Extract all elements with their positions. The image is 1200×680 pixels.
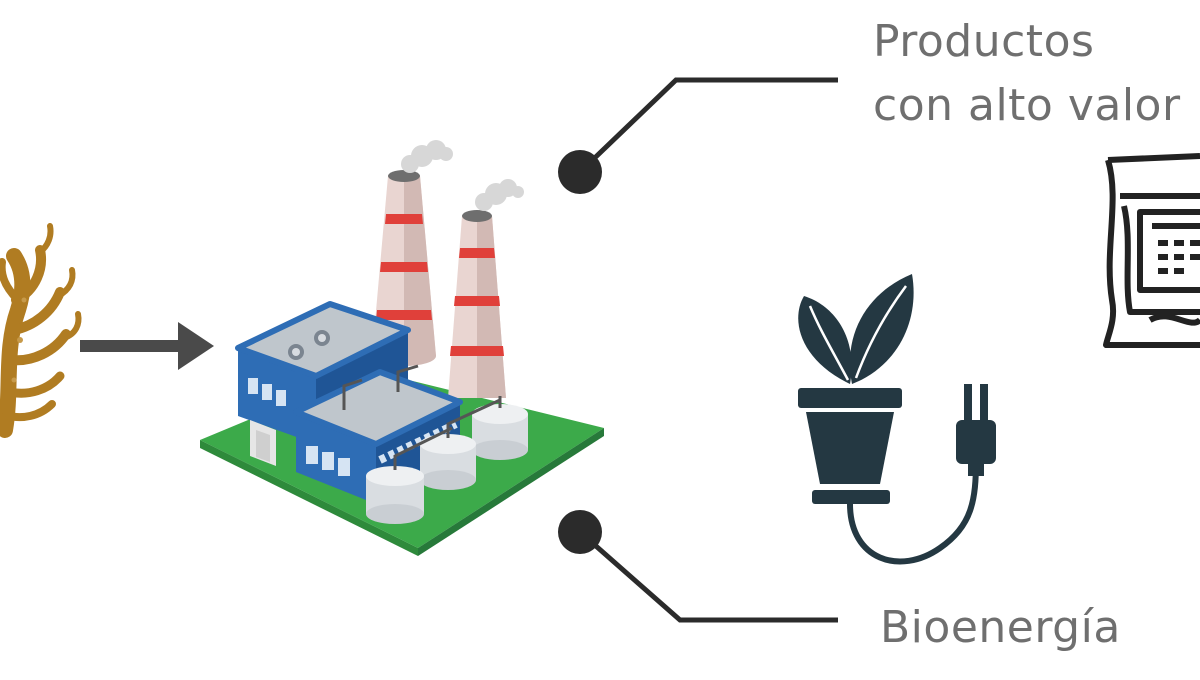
connector-bioenergy [558, 510, 838, 623]
chimney-front [448, 210, 506, 398]
connector-products [558, 77, 838, 194]
package-bag-icon [1103, 153, 1200, 348]
arrow-right-icon [80, 322, 214, 370]
bioenergy-label: Bioenergía [880, 602, 1121, 653]
smoke [401, 140, 524, 211]
products-label-line1: Productos [873, 16, 1095, 67]
seaweed-highlight [11, 297, 27, 383]
plant-pot-plug-icon [798, 274, 996, 565]
products-label: Productos con alto valor [873, 10, 1181, 138]
products-label-line2: con alto valor [873, 80, 1181, 131]
storage-tanks [366, 396, 528, 524]
factory-icon [200, 140, 604, 556]
package-label-lines [1158, 240, 1200, 274]
seaweed-icon [0, 223, 82, 438]
